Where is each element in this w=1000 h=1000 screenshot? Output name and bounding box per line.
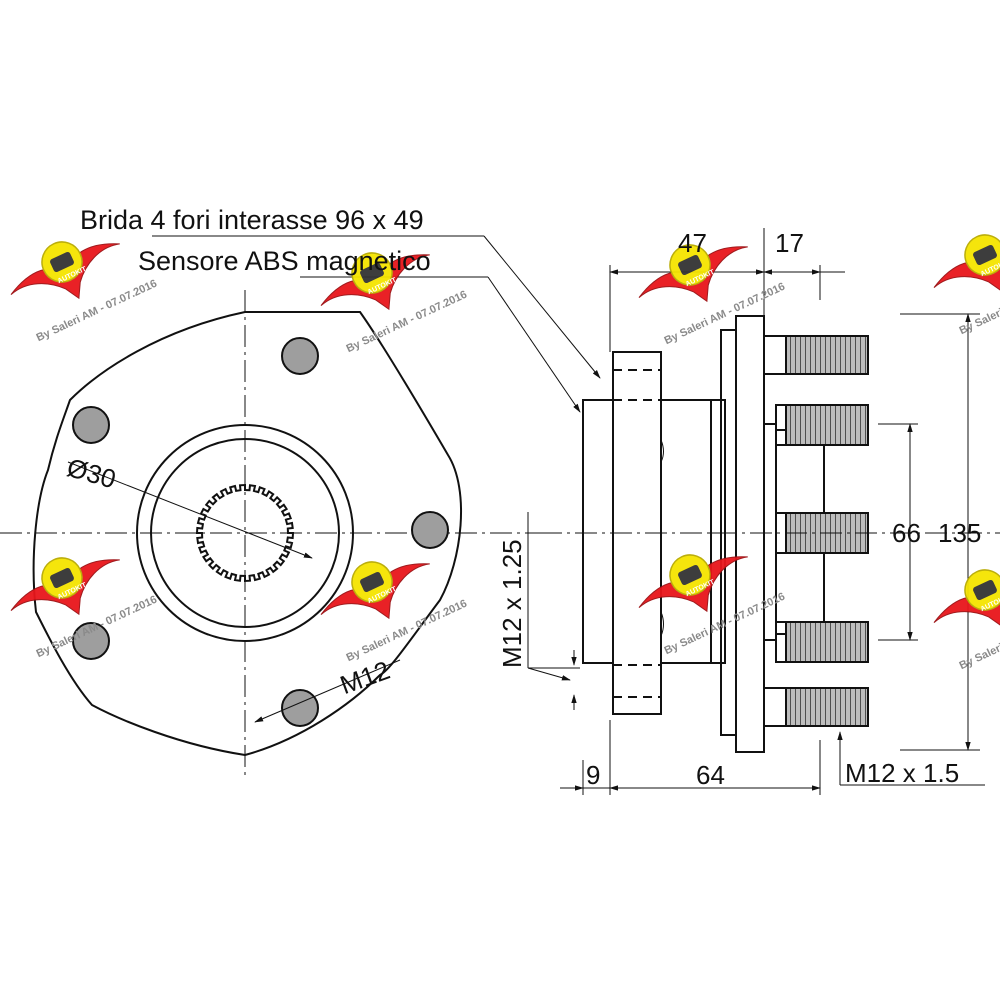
watermark-credit: By Saleri AM - 07.07.2016 <box>35 278 159 345</box>
watermark-logo: AUTOKIT <box>638 554 748 613</box>
watermark-logo: AUTOKIT <box>320 561 430 620</box>
break-line-lower <box>660 590 664 645</box>
watermark-credit: By Saleri AM - 07.07.2016 <box>345 598 469 665</box>
watermark-logo: AUTOKIT <box>320 252 430 311</box>
watermark-credit: By Saleri AM - 07.07.2016 <box>345 289 469 356</box>
wheel-stud-1 <box>763 335 869 375</box>
watermark-logo: AUTOKIT <box>10 557 120 616</box>
side-view <box>540 315 1000 753</box>
sensor-note-leader <box>487 276 581 413</box>
bearing-shoulder <box>710 399 726 664</box>
dim-66-label: 66 <box>892 518 921 548</box>
hub-flange-outer <box>735 315 765 753</box>
front-view <box>0 290 560 780</box>
stud-thread-label: M12 x 1.5 <box>845 758 960 788</box>
flange-pilot-inner <box>150 438 340 628</box>
flange-note: Brida 4 fori interasse 96 x 49 <box>80 205 424 235</box>
bolt-hole-leader <box>254 659 401 723</box>
dim-135-label: 135 <box>938 518 982 548</box>
dim-9-label: 9 <box>586 760 601 790</box>
hidden-bolt-bores <box>613 369 661 698</box>
dim-64-label: 64 <box>696 760 725 790</box>
watermark-logo: AUTOKIT <box>10 241 120 300</box>
flange-outline <box>32 311 462 757</box>
wheel-stud-4 <box>775 621 869 663</box>
watermark-stamp: AUTOKIT By Saleri AM - 07.07.2016 <box>933 569 1000 672</box>
bearing-body <box>660 399 712 664</box>
bolt-hole-upper-left <box>72 406 110 444</box>
watermark-credit: By Saleri AM - 07.07.2016 <box>663 281 787 348</box>
side-thread-label: M12 x 1.25 <box>497 539 527 668</box>
dim-47-label: 47 <box>678 228 707 258</box>
watermark-stamp: AUTOKIT By Saleri AM - 07.07.2016 <box>638 244 787 348</box>
bore-diameter-leader <box>67 461 313 559</box>
wheel-stud-2 <box>775 404 869 446</box>
watermark-stamp: AUTOKIT By Saleri AM - 07.07.2016 <box>933 234 1000 337</box>
break-line-upper <box>660 420 664 470</box>
bolt-hole-lower-left <box>72 622 110 660</box>
watermark-logo: AUTOKIT <box>933 234 1000 293</box>
abs-sensor-ring <box>582 399 614 664</box>
dim-17-label: 17 <box>775 228 804 258</box>
dimension-lines <box>152 228 985 795</box>
flange-pilot-outer <box>136 424 354 642</box>
bolt-hole-right <box>411 511 449 549</box>
watermark-stamp: AUTOKIT By Saleri AM - 07.07.2016 <box>638 554 787 657</box>
wheel-stud-5 <box>763 687 869 727</box>
abs-sensor-note: Sensore ABS magnetico <box>138 246 431 276</box>
bolt-hole-top <box>281 337 319 375</box>
watermark-stamp: AUTOKIT By Saleri AM - 07.07.2016 <box>320 561 469 665</box>
watermark-logo: AUTOKIT <box>638 244 748 303</box>
watermark-logo: AUTOKIT <box>933 569 1000 628</box>
splined-bore <box>195 483 295 583</box>
flange-note-leader <box>483 235 601 379</box>
watermark-stamp: AUTOKIT By Saleri AM - 07.07.2016 <box>320 252 469 356</box>
